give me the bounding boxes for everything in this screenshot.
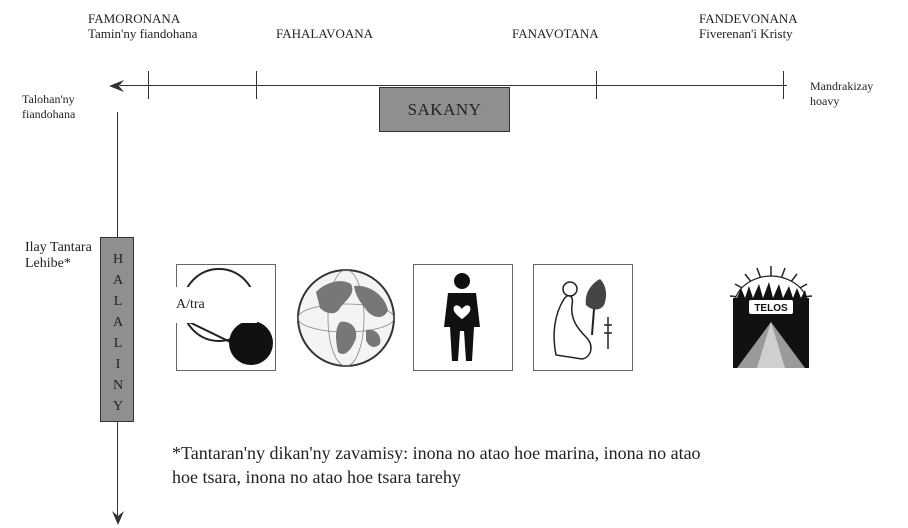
label-right-end-line2: hoavy: [810, 94, 840, 108]
axis-tick: [596, 71, 597, 99]
label-vertical-note-line2: Lehibe*: [25, 256, 71, 271]
sakany-box: SAKANY: [379, 87, 510, 132]
atra-label: A/tra: [176, 287, 257, 323]
tree-figure-icon: [533, 264, 633, 371]
label-fanavotana: FANAVOTANA: [512, 26, 599, 41]
label-talohan-ny-fiandohana: Talohan'ny fiandohana: [22, 92, 75, 122]
halaliny-letter: A: [112, 273, 124, 288]
telos-sun-icon: TELOS: [727, 264, 815, 370]
axis-tick: [148, 71, 149, 99]
left-arrowhead-icon: [109, 80, 124, 92]
label-fandevonana-subtitle: Fiverenan'i Kristy: [699, 26, 793, 41]
label-left-start-line2: fiandohana: [22, 107, 76, 121]
halaliny-letter: Y: [112, 399, 124, 414]
label-famoronana-title: FAMORONANA: [88, 11, 181, 26]
label-vertical-note-line1: Ilay Tantara: [25, 240, 92, 255]
footnote-text: *Tantaran'ny dikan'ny zavamisy: inona no…: [172, 443, 701, 487]
halaliny-letter: L: [113, 336, 123, 351]
halaliny-letter: H: [112, 252, 124, 267]
label-mandrakizay-hoavy: Mandrakizay hoavy: [810, 79, 873, 109]
horizontal-axis-line: [120, 85, 787, 86]
label-fandevonana: FANDEVONANA Fiverenan'i Kristy: [699, 11, 798, 41]
down-arrowhead-icon: [112, 511, 124, 525]
label-fahalavoana: FAHALAVOANA: [276, 26, 374, 41]
axis-tick: [783, 71, 784, 99]
label-left-start-line1: Talohan'ny: [22, 92, 75, 106]
halaliny-box: H A L A L I N Y: [100, 237, 134, 422]
halaliny-letter: A: [112, 315, 124, 330]
label-ilay-tantara-lehibe: Ilay Tantara Lehibe*: [25, 240, 92, 272]
halaliny-letter: L: [113, 294, 123, 309]
human-figure-icon: [413, 264, 513, 371]
halaliny-letter: N: [112, 378, 124, 393]
telos-label: TELOS: [754, 303, 788, 314]
label-fandevonana-title: FANDEVONANA: [699, 11, 798, 26]
label-famoronana: FAMORONANA Tamin'ny fiandohana: [88, 11, 197, 41]
label-famoronana-subtitle: Tamin'ny fiandohana: [88, 26, 198, 41]
sakany-label: SAKANY: [407, 99, 482, 119]
halaliny-letter: I: [115, 357, 121, 372]
axis-tick: [256, 71, 257, 99]
label-right-end-line1: Mandrakizay: [810, 79, 874, 93]
globe-icon: [296, 264, 396, 371]
